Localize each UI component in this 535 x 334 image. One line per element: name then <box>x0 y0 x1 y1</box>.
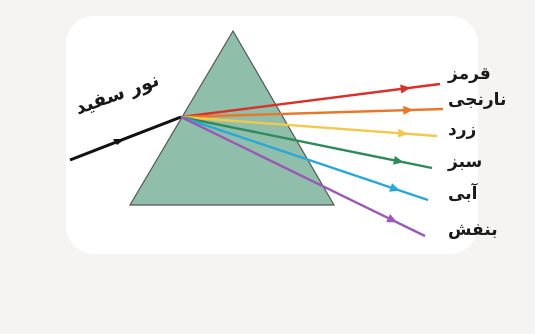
ray-2-arrowhead <box>403 106 413 115</box>
ray-3-arrowhead <box>398 129 408 138</box>
ray-5-arrowhead <box>389 183 400 192</box>
ray-label-1: قرمز <box>448 66 491 83</box>
ray-label-6: بنفش <box>448 222 498 239</box>
ray-label-5: آبی <box>448 186 477 203</box>
ray-label-4: سبز <box>448 154 482 171</box>
ray-4-arrowhead <box>393 156 404 165</box>
prism <box>130 31 334 205</box>
ray-label-2: نارنجی <box>448 92 506 109</box>
ray-label-3: زرد <box>448 122 476 139</box>
